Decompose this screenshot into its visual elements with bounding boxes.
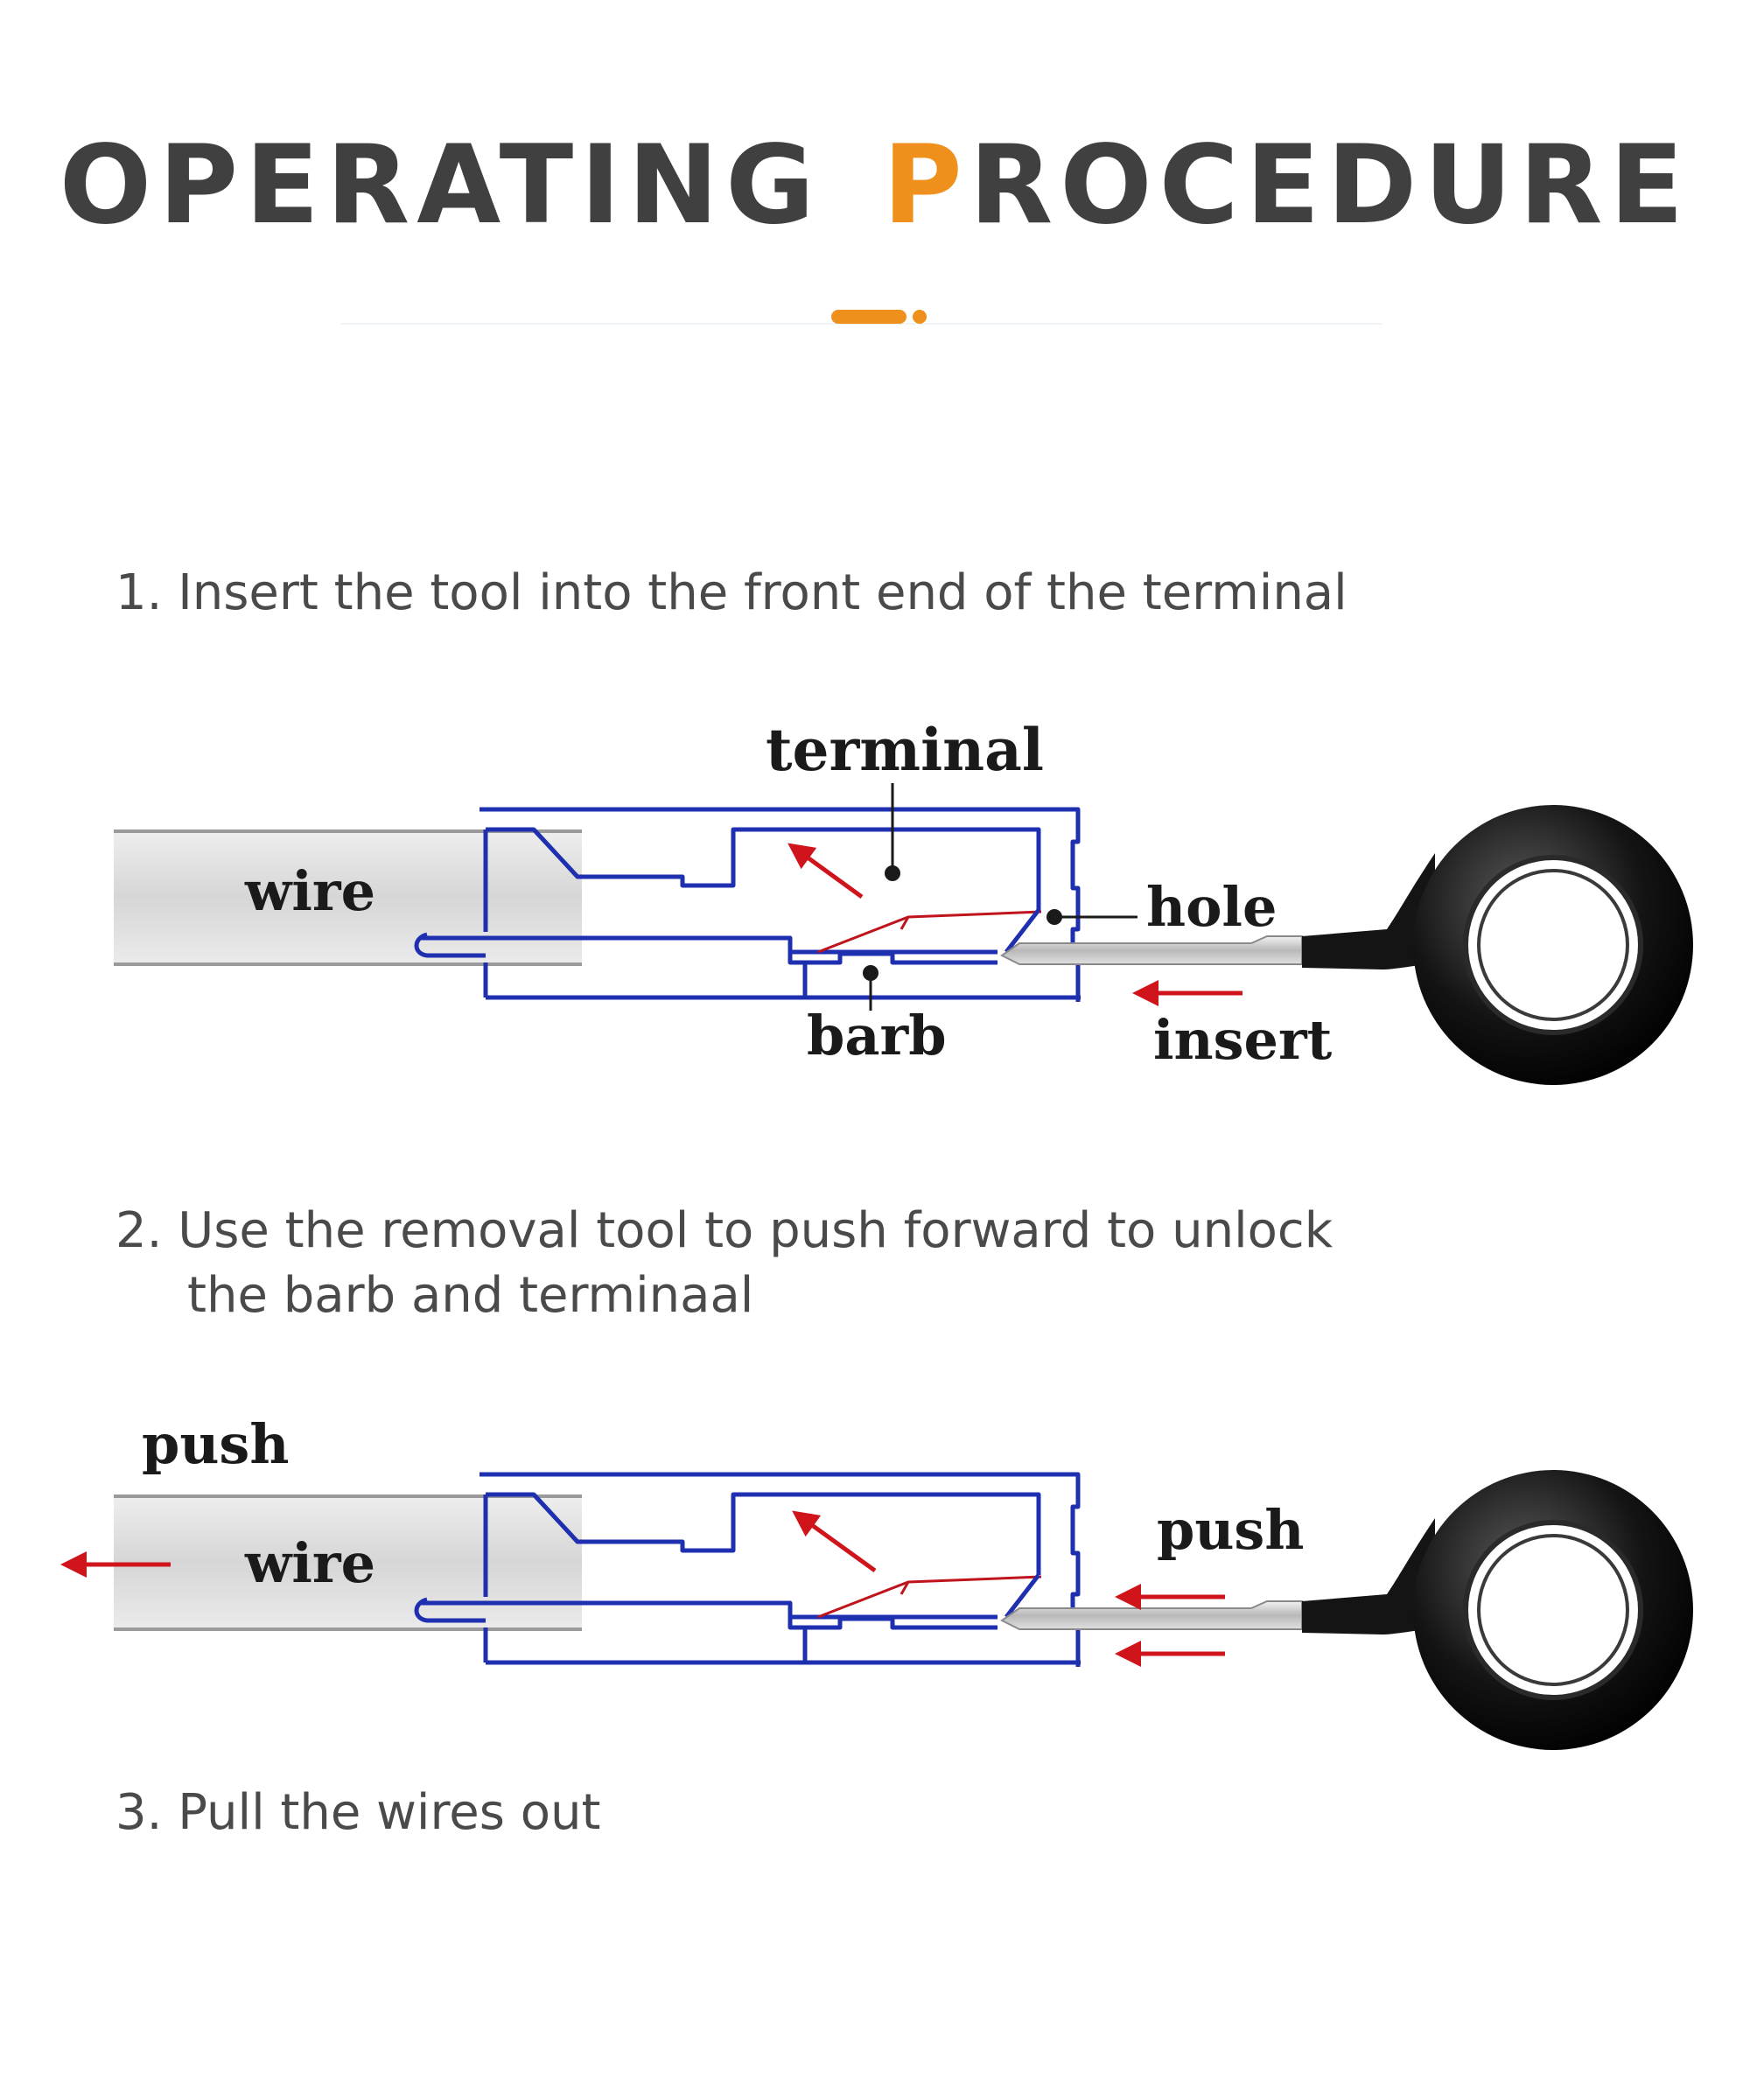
step-2-line-2: the barb and terminaal: [187, 1267, 754, 1324]
title-word-operating: OPERATING: [59, 122, 822, 248]
label-barb: barb: [807, 1004, 947, 1068]
unlock-arrow: [788, 843, 864, 900]
label-hole: hole: [1146, 875, 1277, 939]
label-push-wire: push: [142, 1412, 289, 1476]
title-divider-line: [341, 323, 1382, 325]
latch-front: [1004, 1573, 1040, 1619]
removal-tool: [1000, 1470, 1693, 1750]
terminal-pointer-dot: [885, 865, 900, 881]
latch-spring: [817, 910, 1042, 954]
step-1-text: 1. Insert the tool into the front end of…: [116, 564, 1348, 621]
title-word-rest: ROCEDURE: [969, 122, 1691, 248]
title-divider-dot: [913, 310, 927, 324]
label-wire: wire: [244, 859, 375, 923]
label-insert: insert: [1153, 1008, 1333, 1072]
barb-pointer-dot: [863, 965, 878, 981]
step-2-text: 2. Use the removal tool to push forward …: [116, 1199, 1333, 1328]
latch-spring: [817, 1575, 1042, 1619]
diagram-push: push wire push: [60, 1412, 1693, 1750]
wire-cable: [114, 830, 582, 966]
removal-tool: [1000, 805, 1693, 1085]
label-push-tool: push: [1157, 1498, 1304, 1562]
label-terminal: terminal: [766, 716, 1044, 784]
hole-pointer-dot: [1046, 909, 1062, 925]
latch-front: [1004, 908, 1040, 954]
step-2-line-1: 2. Use the removal tool to push forward …: [116, 1202, 1334, 1259]
title-divider-dash: [831, 310, 906, 324]
diagram-insert: wire terminal hole barb insert: [114, 716, 1693, 1085]
title-accent-letter: P: [882, 122, 970, 248]
page-title: OPERATING PROCEDURE: [0, 122, 1750, 248]
label-wire: wire: [244, 1531, 375, 1595]
unlock-arrow: [792, 1510, 877, 1573]
step-3-text: 3. Pull the wires out: [116, 1784, 601, 1841]
